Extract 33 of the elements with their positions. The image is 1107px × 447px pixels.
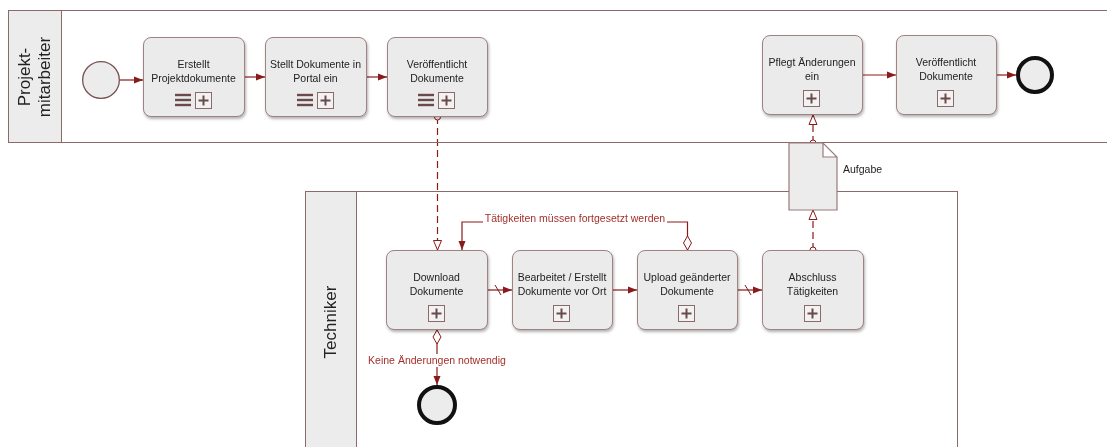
document-label: Aufgabe bbox=[843, 162, 883, 176]
task-label: Download Dokumente bbox=[408, 269, 465, 298]
subprocess-task bbox=[385, 249, 488, 330]
sequence-flow-arrow bbox=[737, 284, 763, 296]
subprocess-task bbox=[142, 36, 245, 117]
task-label: Pflegt Änderungen ein bbox=[767, 54, 857, 83]
task-label: Veröffentlicht Dokumente bbox=[405, 56, 469, 85]
edge-label: Keine Änderungen notwendig bbox=[366, 353, 508, 367]
edge-label: Tätigkeiten müssen fortgesetzt werden bbox=[482, 211, 668, 225]
sequence-flow-arrow bbox=[244, 73, 266, 81]
task-label: Veröffentlicht Dokumente bbox=[914, 54, 978, 83]
sequence-flow-arrow bbox=[996, 71, 1017, 79]
task-label: Erstellt Projektdokumente bbox=[150, 56, 237, 85]
task-label: Stellt Dokumente in Portal ein bbox=[268, 56, 362, 85]
sequence-flow-arrow bbox=[119, 76, 144, 84]
lane-title: Projekt- mitarbeiter bbox=[15, 35, 55, 119]
sequence-flow-arrow bbox=[862, 71, 897, 79]
task-label: Abschluss Tätigkeiten bbox=[785, 269, 840, 298]
task-label: Bearbeitet / Erstellt Dokumente vor Ort bbox=[516, 269, 608, 298]
subprocess-task bbox=[761, 34, 863, 115]
subprocess-task bbox=[511, 249, 613, 330]
task-label: Upload geänderter Dokumente bbox=[642, 269, 732, 298]
sequence-flow-arrow bbox=[487, 284, 513, 296]
sequence-flow-arrow bbox=[612, 286, 638, 294]
subprocess-task bbox=[761, 249, 864, 330]
sequence-flow-arrow bbox=[366, 73, 388, 81]
subprocess-task bbox=[264, 36, 367, 117]
swimlane-pool bbox=[305, 191, 958, 447]
subprocess-task bbox=[636, 249, 738, 330]
subprocess-task bbox=[386, 36, 488, 117]
swimlane-pool bbox=[8, 10, 1107, 143]
lane-title: Techniker bbox=[321, 284, 341, 361]
subprocess-task bbox=[895, 34, 997, 115]
